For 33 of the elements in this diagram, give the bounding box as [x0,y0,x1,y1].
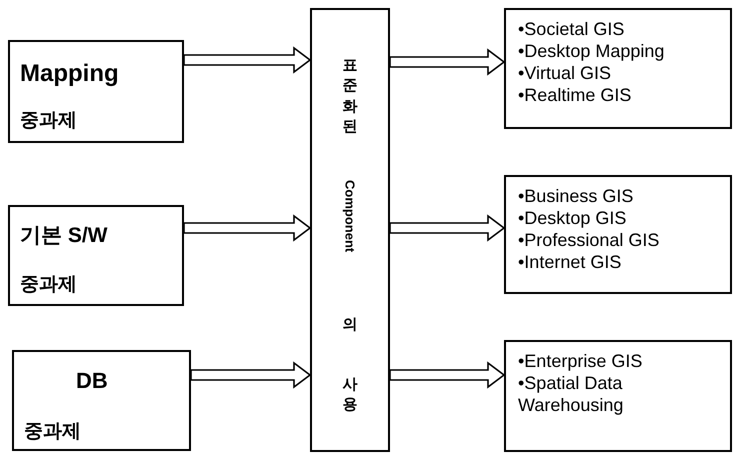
vertical-text: 사용 [342,375,358,416]
box-subtitle: 중과제 [20,109,77,133]
process-box [8,205,184,306]
box-title: 기본 S/W [20,223,108,249]
process-box [504,8,732,129]
process-box [504,340,732,452]
block-arrow [183,46,312,74]
list-item: •Business GIS [518,185,634,207]
box-subtitle: 중과제 [20,273,77,297]
list-item: •Societal GIS [518,18,626,40]
list-item: •Internet GIS [518,251,622,273]
vertical-text: 표준화된 [342,56,358,137]
process-box [504,175,732,294]
block-arrow [190,361,312,389]
process-box [12,350,191,451]
process-box [8,40,184,143]
box-title: DB [76,368,108,394]
list-item: •Virtual GIS [518,62,612,84]
vertical-text: 의 [342,315,358,335]
box-subtitle: 중과제 [24,420,81,444]
list-item: •Enterprise GIS [518,350,644,372]
list-item: •Spatial Data Warehousing [518,372,624,416]
block-arrow [389,48,506,76]
list-item: •Professional GIS [518,229,660,251]
box-title: Mapping [20,60,119,88]
block-arrow [389,214,506,242]
list-item: •Desktop GIS [518,207,628,229]
vertical-text: Component [342,180,358,252]
column-box [310,8,390,452]
list-item: •Realtime GIS [518,84,632,106]
list-item: •Desktop Mapping [518,40,666,62]
block-arrow [183,214,312,242]
block-arrow [389,361,506,389]
